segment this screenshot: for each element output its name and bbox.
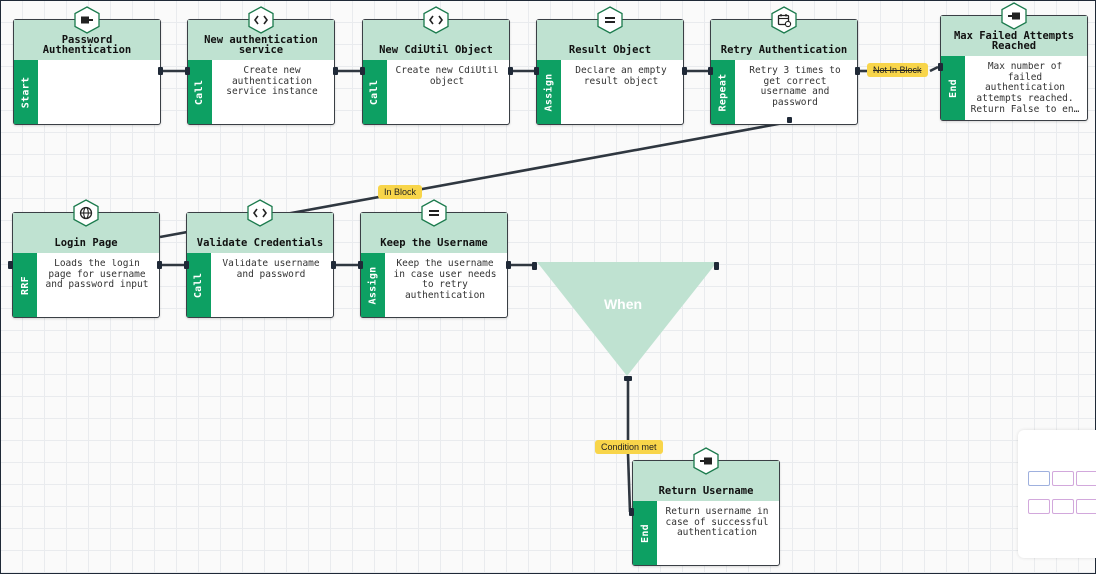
node-type-label: Call bbox=[369, 79, 381, 105]
minimap[interactable] bbox=[1018, 430, 1096, 558]
node-port-handle[interactable] bbox=[158, 67, 163, 75]
node-title: Validate Credentials bbox=[187, 213, 333, 253]
node-port-handle[interactable] bbox=[855, 67, 860, 75]
minimap-cell bbox=[1076, 499, 1096, 514]
minimap-cell bbox=[1076, 471, 1096, 486]
node-type-label: RRF bbox=[19, 275, 31, 295]
node-description: Return username in case of successful au… bbox=[665, 507, 769, 539]
node-description bbox=[42, 66, 154, 122]
node-port-handle[interactable] bbox=[331, 261, 336, 269]
node-type-badge: Assign bbox=[361, 253, 385, 317]
node-title-text: Password Authentication bbox=[42, 34, 132, 56]
node-port-handle[interactable] bbox=[708, 67, 713, 75]
node-port-handle[interactable] bbox=[184, 261, 189, 269]
minimap-cell bbox=[1028, 471, 1050, 486]
node-port-handle[interactable] bbox=[534, 67, 539, 75]
end-icon bbox=[693, 447, 719, 475]
node-description: Declare an empty result object bbox=[575, 66, 667, 87]
node-type-label: Call bbox=[194, 79, 206, 105]
node-title-text: Retry Authentication bbox=[720, 44, 848, 56]
minimap-cell bbox=[1052, 471, 1074, 486]
node-type-label: Start bbox=[20, 76, 32, 108]
node-type-badge: Start bbox=[14, 60, 38, 124]
node-port-handle[interactable] bbox=[333, 67, 338, 75]
node-type-label: Call bbox=[193, 272, 205, 298]
globe-icon bbox=[73, 199, 99, 227]
when-node[interactable] bbox=[535, 258, 719, 380]
calendar-repeat-icon bbox=[771, 6, 797, 34]
node-title-text: New authentication service bbox=[204, 34, 318, 56]
node-description: Create new CdiUtil object bbox=[395, 66, 499, 87]
end-icon bbox=[1001, 2, 1027, 30]
node-port-handle[interactable] bbox=[157, 261, 162, 269]
node-type-badge: Call bbox=[188, 60, 212, 124]
node-port-handle[interactable] bbox=[8, 261, 13, 269]
node-type-label: Assign bbox=[543, 73, 555, 111]
equals-icon bbox=[597, 6, 623, 34]
node-type-label: End bbox=[639, 523, 651, 543]
node-title-text: Result Object bbox=[568, 44, 652, 56]
node-type-badge: Call bbox=[363, 60, 387, 124]
node-type-label: Repeat bbox=[717, 73, 729, 111]
node-title: New authentication service bbox=[188, 20, 334, 60]
node-type-badge: Assign bbox=[537, 60, 561, 124]
edge-label-not-in-block[interactable]: Not In Block bbox=[867, 63, 928, 77]
minimap-cell bbox=[1052, 499, 1074, 514]
node-port-handle[interactable] bbox=[358, 261, 363, 269]
code-icon bbox=[247, 199, 273, 227]
node-type-label: End bbox=[947, 78, 959, 98]
node-description: Max number of failed authentication atte… bbox=[970, 62, 1080, 115]
equals-icon bbox=[421, 199, 447, 227]
when-in-handle[interactable] bbox=[532, 262, 537, 270]
node-description: Create new authentication service instan… bbox=[226, 66, 318, 98]
node-port-handle[interactable] bbox=[506, 261, 511, 269]
start-icon bbox=[74, 6, 100, 34]
edge-connector[interactable] bbox=[626, 453, 632, 513]
when-label: When bbox=[603, 296, 643, 312]
node-title-text: New CdiUtil Object bbox=[379, 44, 493, 56]
node-port-handle[interactable] bbox=[629, 508, 634, 516]
node-type-badge: Call bbox=[187, 253, 211, 317]
code-icon bbox=[248, 6, 274, 34]
node-port-handle[interactable] bbox=[508, 67, 513, 75]
node-port-handle[interactable] bbox=[360, 67, 365, 75]
node-title-text: Keep the Username bbox=[380, 237, 488, 249]
node-description: Retry 3 times to get correct username an… bbox=[749, 66, 841, 109]
node-title-text: Max Failed Attempts Reached bbox=[953, 30, 1075, 52]
node-type-badge: End bbox=[633, 501, 657, 565]
node-type-badge: End bbox=[941, 56, 965, 120]
minimap-cell bbox=[1028, 499, 1050, 514]
node-port-handle[interactable] bbox=[682, 67, 687, 75]
node-type-label: Assign bbox=[367, 266, 379, 304]
when-bottom-handle[interactable] bbox=[624, 376, 632, 381]
node-port-handle[interactable] bbox=[938, 63, 943, 71]
node-title-text: Return Username bbox=[658, 485, 754, 497]
node-type-badge: Repeat bbox=[711, 60, 735, 124]
node-port-handle[interactable] bbox=[787, 117, 792, 123]
node-description: Validate username and password bbox=[222, 259, 320, 280]
node-description: Loads the login page for username and pa… bbox=[45, 259, 149, 291]
node-port-handle[interactable] bbox=[185, 67, 190, 75]
edge-connector[interactable] bbox=[929, 65, 939, 73]
node-description: Keep the username in case user needs to … bbox=[393, 259, 497, 302]
node-title-text: Login Page bbox=[54, 237, 118, 249]
code-icon bbox=[423, 6, 449, 34]
when-out-handle[interactable] bbox=[714, 262, 719, 270]
node-type-badge: RRF bbox=[13, 253, 37, 317]
edge-label-in-block[interactable]: In Block bbox=[378, 185, 423, 199]
edge-label-condition-met[interactable]: Condition met bbox=[595, 440, 663, 454]
node-title-text: Validate Credentials bbox=[196, 237, 324, 249]
